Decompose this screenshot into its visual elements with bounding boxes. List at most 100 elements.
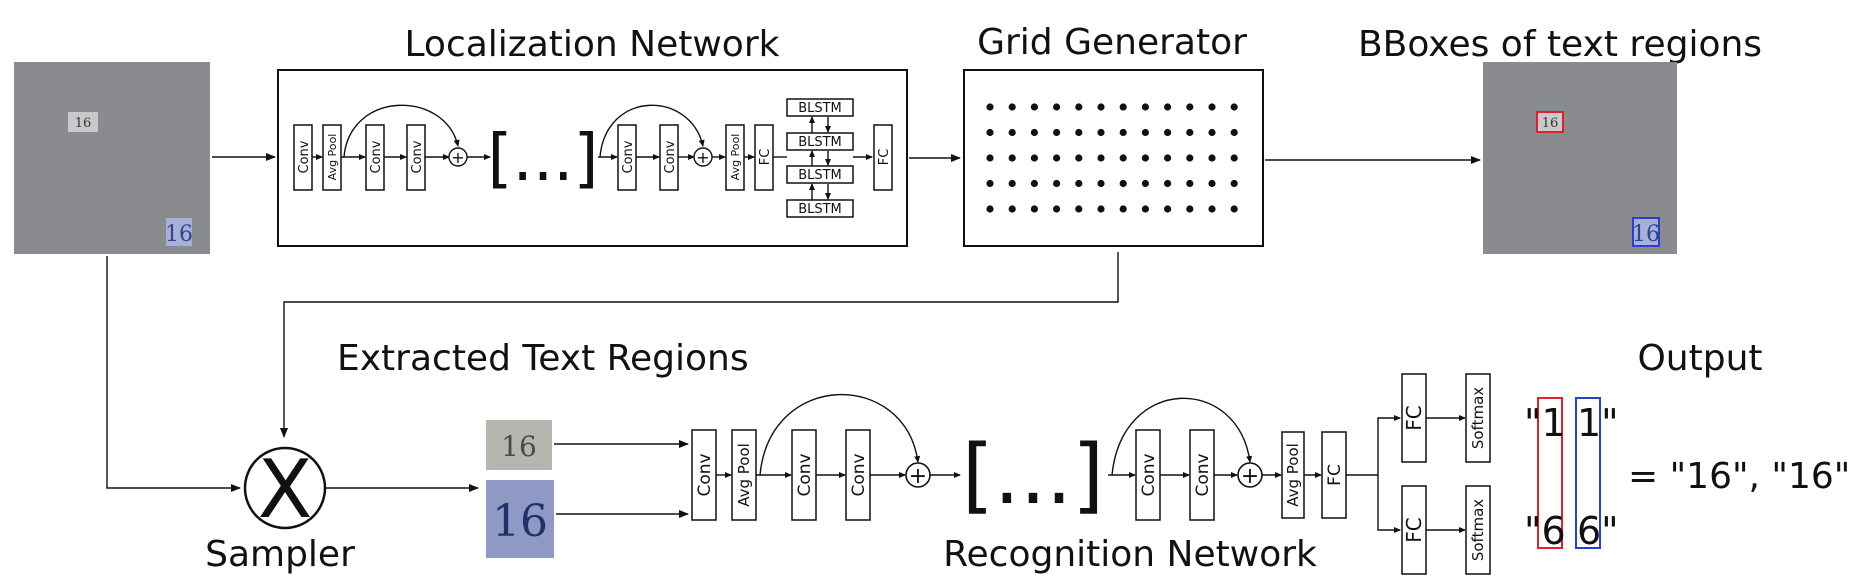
svg-text:+: + [696,148,709,167]
rec-conv-5 [1189,429,1215,521]
grid-dots [986,103,1238,213]
input-large-number: 16 [165,222,193,247]
svg-text:BLSTM: BLSTM [798,101,842,116]
grid-dot [1097,128,1105,137]
grid-dot [1097,205,1105,213]
output-char-2a: "6 [1524,509,1566,553]
grid-dot [1030,128,1038,137]
bboxes-heading: BBoxes of text regions [1358,24,1762,65]
sampler-label: Sampler [205,534,355,575]
rec-softmax-top [1465,373,1491,463]
blstm-2 [786,132,854,151]
grid-dot [1119,103,1127,111]
svg-text:Softmax: Softmax [1469,387,1487,449]
svg-text:16: 16 [1632,222,1660,247]
loc-skip-1 [343,104,460,158]
grid-dot [1097,103,1105,111]
loc-fc-2 [873,124,893,191]
grid-dot [1230,103,1238,111]
svg-text:16: 16 [492,496,548,547]
svg-text:BLSTM: BLSTM [798,135,842,150]
svg-text:Conv: Conv [621,140,636,173]
grid-dot [1008,128,1016,137]
grid-dot [1097,179,1105,188]
recognition-layers: Conv Avg Pool Conv Conv + [...] Conv Con… [691,373,1491,575]
grid-dot [1186,154,1194,162]
grid-dot [1141,128,1149,137]
svg-text:+: + [909,464,927,489]
blstm-4 [786,199,854,218]
grid-dot [1208,205,1216,213]
grid-dot [1119,154,1127,162]
svg-text:BLSTM: BLSTM [798,168,842,183]
sampler-symbol: X [258,443,313,536]
grid-dot [1075,154,1083,162]
grid-dot [1164,179,1172,188]
grid-dot [1030,103,1038,111]
svg-text:FC: FC [1402,517,1426,542]
grid-dot [1164,154,1172,162]
grid-dot [1075,128,1083,137]
grid-dot [1030,205,1038,213]
grid-dot [1119,179,1127,188]
grid-dot [1075,179,1083,188]
svg-text:Avg Pool: Avg Pool [1284,443,1302,507]
svg-text:Conv: Conv [695,453,715,496]
extracted-text-regions-heading: Extracted Text Regions [337,338,749,379]
svg-text:FC: FC [1325,464,1345,486]
svg-text:BLSTM: BLSTM [798,202,842,217]
grid-dot [1053,179,1061,188]
loc-ellipsis: [...] [488,122,599,196]
grid-dot [1075,205,1083,213]
svg-text:+: + [451,148,464,167]
svg-text:Conv: Conv [795,453,815,496]
output-char-1a: "1 [1524,401,1566,445]
grid-dot [1186,128,1194,137]
localization-network-heading: Localization Network [405,24,780,65]
grid-dot [1208,128,1216,137]
svg-text:FC: FC [877,149,892,166]
loc-conv-1-label: Conv [297,140,312,173]
output-heading: Output [1637,338,1762,379]
extracted-crop-2: 16 [486,480,554,558]
grid-dot [986,179,994,188]
grid-dot [1030,154,1038,162]
grid-dot [1030,179,1038,188]
grid-dot [986,128,994,137]
blstm-3 [786,165,854,184]
svg-text:Avg Pool: Avg Pool [735,443,753,507]
svg-text:FC: FC [1402,405,1426,430]
bboxes-image: 16 16 [1483,62,1677,254]
grid-dot [1119,128,1127,137]
loc-skip-2 [599,104,705,158]
blstm-1 [786,98,854,117]
output-blue-column [1575,397,1601,549]
svg-text:+: + [1241,464,1259,489]
input-small-number: 16 [75,116,92,131]
grid-dot [1008,154,1016,162]
grid-dot [1208,103,1216,111]
grid-dot [1053,128,1061,137]
svg-text:Conv: Conv [849,453,869,496]
loc-conv-3-label: Conv [410,140,425,173]
output-block: "1 1" "6 6" = "16", "16" [1524,397,1850,553]
svg-text:16: 16 [1542,116,1559,131]
grid-dot [1141,205,1149,213]
grid-dot [1008,179,1016,188]
rec-ellipsis: [...] [962,428,1104,523]
rec-skip-2 [1111,397,1253,476]
grid-dot [1186,103,1194,111]
recognition-network-label: Recognition Network [943,534,1317,575]
grid-dot [1230,205,1238,213]
grid-dot [986,154,994,162]
grid-dot [1008,103,1016,111]
blue-bbox [1632,217,1660,247]
grid-dot [1208,154,1216,162]
grid-dot [1230,179,1238,188]
output-char-1b: 1" [1577,401,1619,445]
rec-conv-4 [1135,429,1161,521]
output-result: = "16", "16" [1628,456,1850,497]
loc-conv-2-label: Conv [369,140,384,173]
grid-dot [1119,205,1127,213]
